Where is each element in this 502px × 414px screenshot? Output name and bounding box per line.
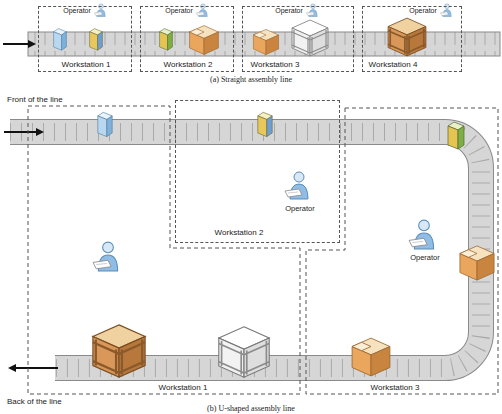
product-box xyxy=(253,29,278,54)
station-label: Workstation 2 xyxy=(214,229,265,238)
dashed-outline xyxy=(28,106,300,394)
station-label: Workstation 2 xyxy=(163,61,214,70)
workstation-region: OperatorWorkstation 3 xyxy=(242,6,354,72)
workstation-region: OperatorWorkstation 3 xyxy=(306,108,498,394)
operator-label: Operator xyxy=(62,7,92,15)
product-box xyxy=(352,338,390,376)
product-crate xyxy=(219,327,269,377)
station-label: Workstation 1 xyxy=(61,61,112,70)
operator-icon xyxy=(93,242,118,271)
operator-label: Operator xyxy=(408,7,438,15)
product-box xyxy=(190,26,219,55)
product-crate xyxy=(93,325,145,377)
dashed-outline xyxy=(306,108,498,394)
operator-label: Operator xyxy=(274,7,304,15)
operator-label: Operator xyxy=(164,7,194,15)
flow-arrow xyxy=(4,131,42,133)
workstation-region: OperatorWorkstation 2 xyxy=(175,100,340,243)
workstation-region: OperatorWorkstation 2 xyxy=(140,6,234,72)
product-box xyxy=(460,246,494,280)
panel-caption: (a) Straight assembly line xyxy=(209,76,293,85)
flow-arrow xyxy=(10,367,58,369)
workstation-region: OperatorWorkstation 1 xyxy=(38,6,132,72)
product-part xyxy=(98,112,112,136)
station-label: Workstation 1 xyxy=(158,384,209,393)
product-part xyxy=(160,29,173,51)
product-part xyxy=(90,29,103,51)
operator-icon xyxy=(409,220,434,249)
dashed-outline xyxy=(306,108,498,394)
line-end-label: Back of the line xyxy=(6,398,63,407)
panel-caption: (b) U-shaped assembly line xyxy=(206,405,296,414)
flow-arrow xyxy=(3,43,34,45)
product-part xyxy=(258,112,272,136)
workstation-region: Workstation 1 xyxy=(28,106,300,394)
station-label: Workstation 3 xyxy=(370,384,421,393)
product-crate xyxy=(388,18,426,56)
workstation-region: OperatorWorkstation 4 xyxy=(362,6,462,72)
operator-icon xyxy=(285,172,308,199)
operator-label: Operator xyxy=(284,205,316,213)
station-label: Workstation 4 xyxy=(368,61,419,70)
product-crate xyxy=(292,20,328,56)
operator-label: Operator xyxy=(409,254,441,262)
station-label: Workstation 3 xyxy=(250,61,301,70)
product-part xyxy=(448,122,464,149)
product-part xyxy=(54,29,67,51)
dashed-outline xyxy=(28,106,300,394)
line-end-label: Front of the line xyxy=(6,96,64,105)
